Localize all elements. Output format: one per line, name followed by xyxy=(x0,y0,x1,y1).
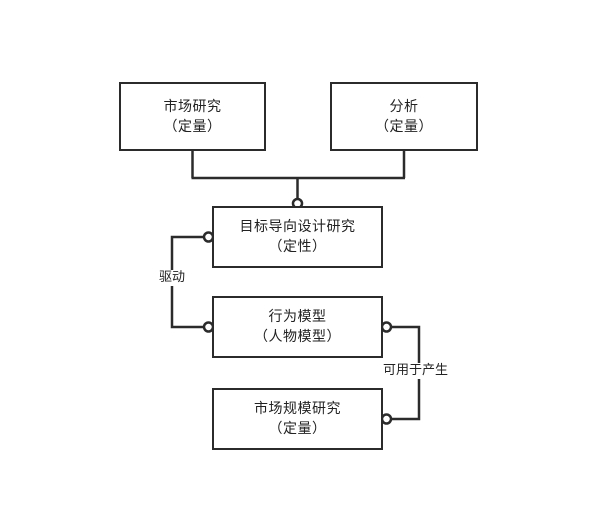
edge-label-drives: 驱动 xyxy=(157,270,188,286)
node-title: 分析 xyxy=(389,98,419,115)
node-title: 市场规模研究 xyxy=(254,401,341,417)
node-title: 目标导向设计研究 xyxy=(239,219,356,235)
node-market-size-research[interactable]: 市场规模研究 （定量） xyxy=(212,388,383,450)
node-title: 行为模型 xyxy=(268,309,327,325)
node-subtitle: （定性） xyxy=(268,239,327,255)
node-behavior-model[interactable]: 行为模型 （人物模型） xyxy=(212,296,383,358)
node-goal-directed-design-research[interactable]: 目标导向设计研究 （定性） xyxy=(212,206,383,268)
node-subtitle: （定量） xyxy=(375,118,433,135)
node-market-research[interactable]: 市场研究 （定量） xyxy=(119,82,266,151)
edge-label-can-be-used-to-produce: 可用于产生 xyxy=(381,363,451,379)
node-analysis[interactable]: 分析 （定量） xyxy=(330,82,478,151)
junction-dot-right-lower xyxy=(380,413,393,425)
node-subtitle: （定量） xyxy=(163,118,222,135)
node-title: 市场研究 xyxy=(163,98,222,115)
node-subtitle: （人物模型） xyxy=(254,329,341,345)
node-subtitle: （定量） xyxy=(268,421,327,437)
junction-dot-right-upper xyxy=(380,321,393,333)
